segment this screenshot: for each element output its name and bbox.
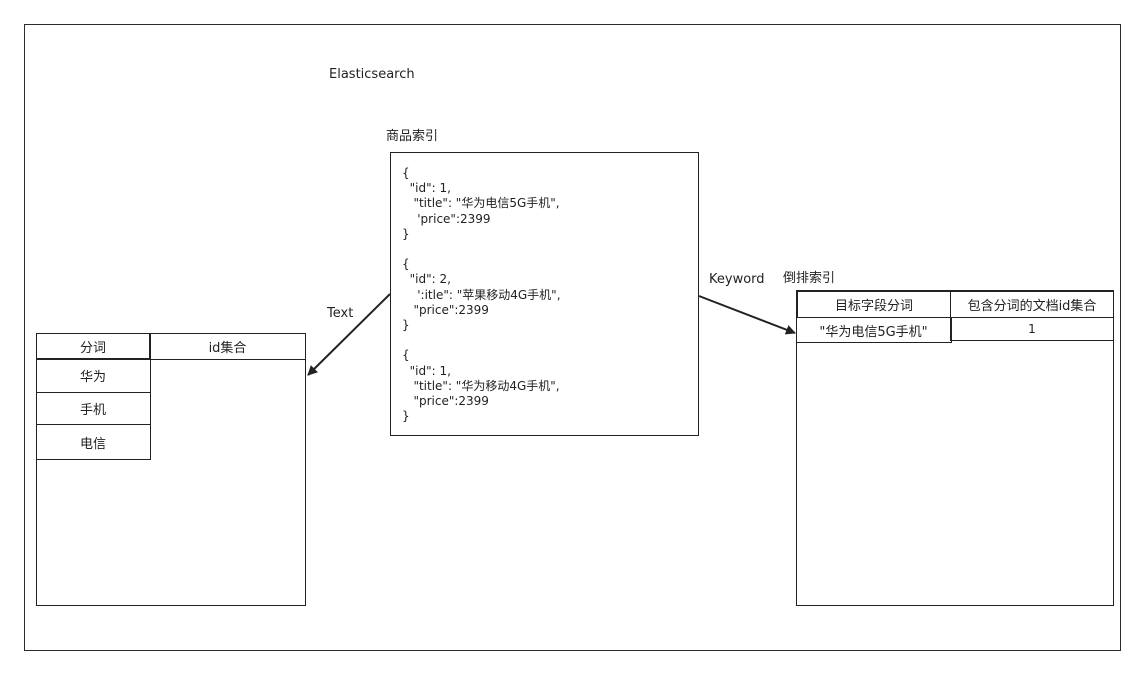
text-index-row: 手机: [35, 392, 151, 425]
text-arrow-label: Text: [327, 306, 354, 321]
text-arrow: [307, 293, 391, 376]
keyword-index-table: 目标字段分词 包含分词的文档id集合 "华为电信5G手机" 1: [795, 290, 1114, 606]
doc-line: }: [402, 318, 410, 332]
doc-line: "title": "华为电信5G手机",: [402, 196, 560, 211]
keyword-index-term-cell: "华为电信5G手机": [795, 317, 952, 343]
doc-line: "id": 1,: [402, 363, 451, 378]
keyword-arrow-label: Keyword: [709, 272, 765, 287]
diagram-title: Elasticsearch: [329, 67, 415, 82]
keyword-index-label: 倒排索引: [783, 271, 836, 286]
doc-line: "id": 2,: [402, 272, 451, 287]
doc-line: 'price":2399: [402, 211, 491, 226]
doc-line: "id": 1,: [402, 181, 451, 196]
doc-line: "price":2399: [402, 394, 489, 408]
keyword-arrow: [698, 295, 796, 335]
text-index-row: 电信: [35, 424, 151, 460]
doc-line: {: [402, 257, 410, 272]
doc-line: }: [402, 226, 410, 241]
text-index-table: 分词 id集合 华为 手机 电信: [35, 332, 306, 606]
canvas-frame: [24, 24, 1121, 651]
doc-line: }: [402, 409, 410, 424]
doc-line: ':itle": "苹果移动4G手机",: [402, 287, 561, 302]
doc-line: "title": "华为移动4G手机",: [402, 378, 560, 393]
doc-line: {: [402, 166, 410, 180]
product-index-label: 商品索引: [386, 129, 439, 144]
keyword-index-header-term: 目标字段分词: [797, 291, 951, 318]
doc-line: {: [402, 348, 410, 363]
text-index-row: 华为: [35, 358, 151, 393]
text-index-header-term: 分词: [35, 332, 151, 360]
doc-line: "price":2399: [402, 302, 489, 317]
keyword-index-ids-cell: 1: [950, 317, 1114, 341]
product-index-box: { "id": 1, "title": "华为电信5G手机", 'price":…: [390, 152, 699, 436]
text-index-header-ids: id集合: [149, 332, 306, 360]
keyword-index-header-ids: 包含分词的文档id集合: [950, 291, 1114, 318]
